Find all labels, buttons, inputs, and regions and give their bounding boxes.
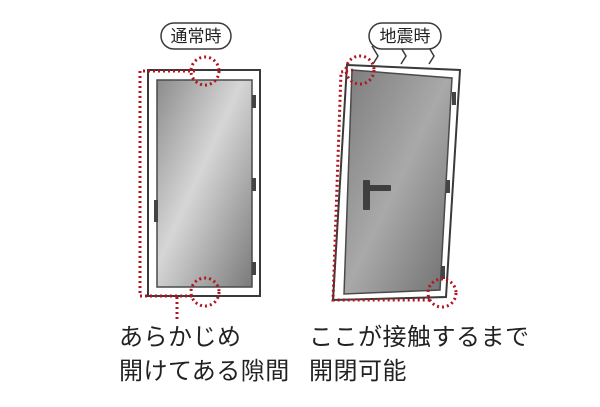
earthquake-contact-bottom-circle <box>426 277 458 309</box>
earthquake-door-group <box>331 22 462 309</box>
normal-hinge-top <box>252 95 256 108</box>
earthquake-gap-dotted-line <box>331 68 430 302</box>
normal-label-pill <box>160 22 232 50</box>
door-lever-plate <box>363 180 370 210</box>
normal-door-group <box>138 22 261 322</box>
normal-door-panel <box>156 79 253 288</box>
earthquake-label-pill <box>368 22 442 50</box>
right-caption-line-1: ここが接触するまで <box>309 323 530 351</box>
normal-gap-top-circle <box>189 55 221 87</box>
right-caption: ここが接触するまで 開閉可能 <box>309 320 530 388</box>
right-caption-line-2: 開閉可能 <box>309 357 407 385</box>
left-caption-line-2: 開けてある隙間 <box>119 357 290 385</box>
earthquake-label: 地震時 <box>380 27 431 47</box>
normal-gap-bottom-circle <box>189 276 221 308</box>
shake-mark-1 <box>371 45 379 65</box>
normal-hinge-bottom <box>252 262 256 275</box>
door-lever-handle <box>363 185 391 191</box>
earthquake-door-panel <box>343 69 453 295</box>
normal-hinge-middle <box>252 178 256 191</box>
left-caption: あらかじめ 開けてある隙間 <box>119 320 290 388</box>
left-caption-line-1: あらかじめ <box>119 323 242 351</box>
earthquake-hinge-bottom <box>441 266 445 279</box>
normal-label: 通常時 <box>171 27 222 47</box>
normal-latch <box>154 200 158 222</box>
earthquake-hinge-middle <box>446 180 450 193</box>
earthquake-hinge-top <box>452 92 456 105</box>
earthquake-contact-top-circle <box>344 54 376 86</box>
